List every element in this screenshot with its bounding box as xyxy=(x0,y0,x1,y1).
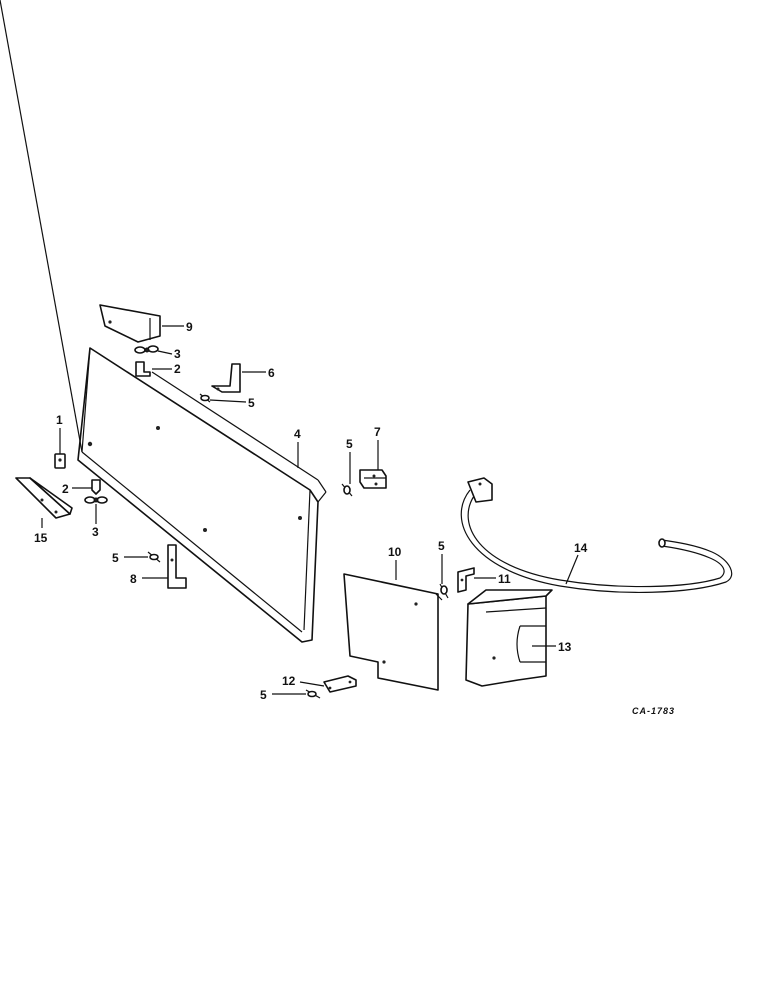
part-6-bracket xyxy=(211,363,241,393)
callout-10: 10 xyxy=(388,545,402,559)
part-5-bolt-b xyxy=(147,551,161,563)
drawing-code: CA-1783 xyxy=(632,706,675,716)
part-9-bracket xyxy=(99,304,161,343)
callout-3-lower: 3 xyxy=(92,525,99,539)
part-11-bracket xyxy=(457,567,475,593)
callout-14: 14 xyxy=(574,541,588,555)
callout-2-upper: 2 xyxy=(174,362,181,376)
callout-5-e: 5 xyxy=(260,688,267,702)
part-13-shield xyxy=(465,589,553,687)
part-4-panel xyxy=(0,0,327,643)
part-8-bracket xyxy=(167,544,187,589)
part-2-bolt-lower xyxy=(91,479,101,495)
callout-5-c: 5 xyxy=(346,437,353,451)
part-3-wing-nut-lower xyxy=(84,496,108,504)
part-5-bolt-e xyxy=(305,689,321,699)
part-15-angle-strip xyxy=(15,477,73,519)
part-5-bolt-c xyxy=(341,483,353,497)
callout-labels: 9 3 2 6 5 1 4 5 7 2 3 15 5 8 10 5 11 14 … xyxy=(34,320,588,702)
callout-5-d: 5 xyxy=(438,539,445,553)
part-2-bolt-upper xyxy=(135,361,151,377)
part-10-plate xyxy=(343,573,443,691)
part-14-hose xyxy=(460,477,733,593)
callout-2-lower: 2 xyxy=(62,482,69,496)
callout-6: 6 xyxy=(268,366,275,380)
callout-12: 12 xyxy=(282,674,296,688)
callout-4: 4 xyxy=(294,427,301,441)
callout-3-upper: 3 xyxy=(174,347,181,361)
callout-5-a: 5 xyxy=(248,396,255,410)
leader-lines xyxy=(41,325,579,695)
callout-7: 7 xyxy=(374,425,381,439)
part-3-wing-nut-upper xyxy=(134,345,159,354)
callout-13: 13 xyxy=(558,640,572,654)
callout-11: 11 xyxy=(498,572,511,586)
callout-5-b: 5 xyxy=(112,551,119,565)
part-1-clip xyxy=(54,453,66,469)
callout-15: 15 xyxy=(34,531,48,545)
callout-9: 9 xyxy=(186,320,193,334)
part-7-bracket xyxy=(359,469,387,489)
callout-1: 1 xyxy=(56,413,63,427)
part-12-bracket xyxy=(323,675,357,693)
callout-8: 8 xyxy=(130,572,137,586)
part-5-bolt-d xyxy=(439,583,449,599)
part-5-bolt-a xyxy=(199,393,211,403)
